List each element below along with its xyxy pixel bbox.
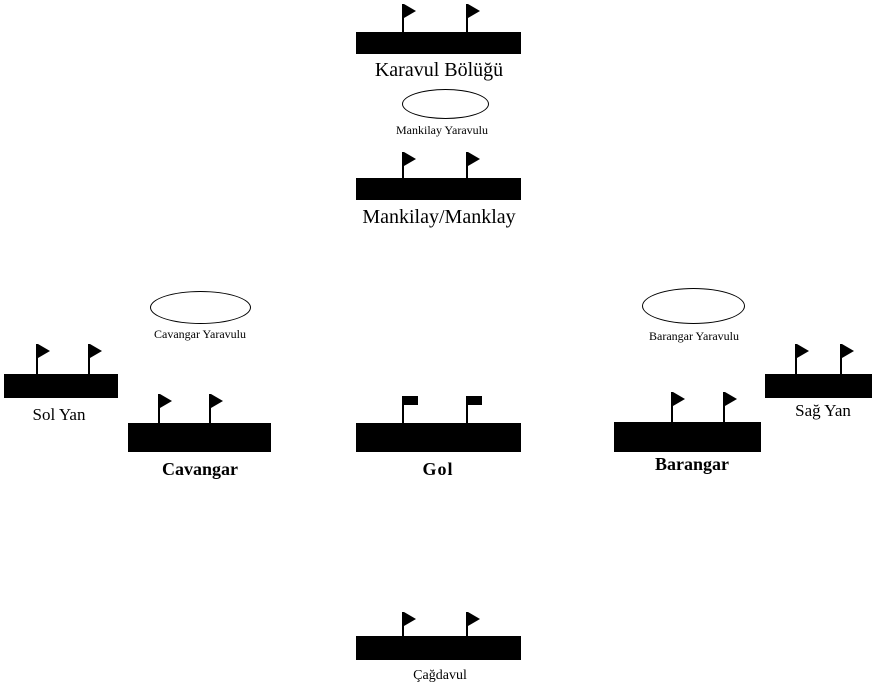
unit-sag-yan	[765, 342, 872, 398]
unit-bar	[4, 374, 118, 398]
unit-cagdavul	[356, 610, 521, 660]
unit-cavangar	[128, 394, 271, 452]
unit-label-sol-yan: Sol Yan	[32, 405, 86, 424]
unit-bar	[356, 178, 521, 200]
unit-bar	[765, 374, 872, 398]
yaravul-oval-mankilay	[402, 89, 489, 119]
unit-label-gol: Gol	[422, 459, 454, 479]
unit-label-karavul: Karavul Bölüğü	[374, 59, 504, 81]
unit-label-barangar: Barangar	[655, 454, 729, 474]
unit-karavul	[356, 0, 521, 54]
unit-bar	[356, 636, 521, 660]
unit-label-cagdavul: Çağdavul	[413, 668, 467, 683]
unit-mankilay	[356, 150, 521, 200]
unit-bar	[614, 422, 761, 452]
yaravul-label-barangar: Barangar Yaravulu	[649, 329, 739, 343]
unit-label-sag-yan: Sağ Yan	[795, 401, 851, 420]
unit-gol	[356, 394, 521, 452]
unit-label-mankilay: Mankilay/Manklay	[362, 206, 516, 228]
yaravul-oval-cavangar	[150, 291, 251, 324]
unit-bar	[128, 423, 271, 452]
yaravul-label-mankilay: Mankilay Yaravulu	[396, 123, 488, 137]
unit-bar	[356, 32, 521, 54]
unit-bar	[356, 423, 521, 452]
unit-label-cavangar: Cavangar	[162, 459, 238, 479]
yaravul-label-cavangar: Cavangar Yaravulu	[154, 327, 246, 341]
yaravul-oval-barangar	[642, 288, 745, 324]
unit-barangar	[614, 392, 761, 452]
unit-sol-yan	[4, 342, 118, 398]
